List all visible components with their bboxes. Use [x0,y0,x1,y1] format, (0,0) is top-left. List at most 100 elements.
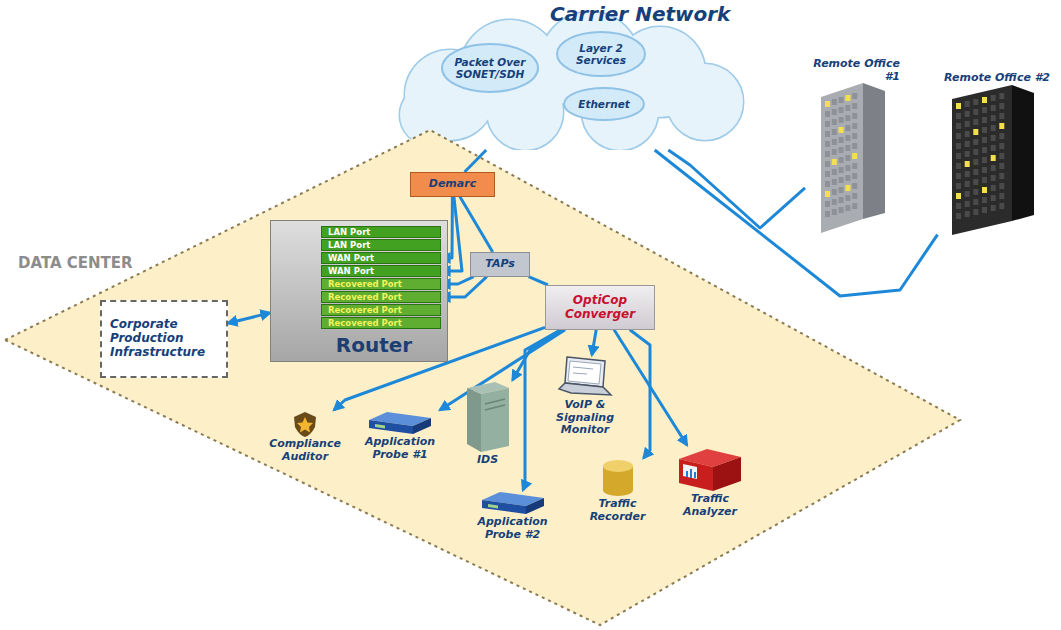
graphic-part [825,141,830,147]
graphic-part [990,115,995,121]
node-label: Router [271,333,447,357]
graphic-part [831,149,836,155]
router-box: LAN PortLAN PortWAN PortWAN PortRecovere… [270,220,448,362]
graphic-part [973,159,978,165]
graphic-part [852,133,857,139]
graphic-part [990,195,995,201]
connector-line [460,197,493,252]
graphic-part [564,88,644,120]
graphic-part [294,412,316,437]
graphic-part [838,207,843,213]
graphic-part [845,195,850,201]
graphic-part [990,135,995,141]
graphic-part [982,207,987,213]
graphic-part [964,211,969,217]
graphic-part [982,137,987,143]
graphic-part [964,171,969,177]
auditor-device: Compliance Auditor [265,410,345,463]
graphic-part [400,85,460,145]
graphic-part [825,151,830,157]
graphic-part [667,64,743,140]
graphic-part [573,367,593,369]
node-label: Recovered Port [322,305,440,315]
node-label: Demarc [417,178,488,191]
graphic-part [831,139,836,145]
graphic-part [990,185,995,191]
graphic-part [845,135,850,141]
node-label: Remote Office #1 [805,58,900,83]
graphic-part [982,147,987,153]
node-label: LAN Port [322,240,440,250]
graphic-part [679,459,713,491]
graphic-part [1012,85,1034,221]
graphic-part [845,165,850,171]
node-label: Application Probe #1 [355,436,445,461]
graphic-part [956,103,961,109]
node-label: Recovered Port [322,279,440,289]
graphic-part [845,95,850,101]
node-label: LAN Port [322,227,440,237]
node-label: Packet Over SONET/SDH [450,56,530,80]
graphic-part [838,97,843,103]
graphic-part [990,95,995,101]
analyzer-device: Traffic Analyzer [665,445,755,518]
router-port: LAN Port [321,226,441,238]
graphic-part [825,191,830,197]
node-label: WAN Port [322,253,440,263]
graphic-part [683,464,697,479]
graphic-part [838,167,843,173]
graphic-part [831,119,836,125]
graphic-part [526,498,544,514]
node-label: Corporate Production Infrastructure [110,318,218,359]
router-port: Recovered Port [321,278,441,290]
node-label: WAN Port [322,266,440,276]
graphic-part [686,471,688,477]
node-label: VoIP & Signaling Monitor [535,399,635,437]
graphic-part [838,117,843,123]
graphic-part [852,203,857,209]
graphic-part [825,101,830,107]
graphic-part [845,155,850,161]
node-label: OptiCop Converger [552,293,648,322]
probe-device-icon [367,410,433,436]
graphic-part [559,383,611,395]
router-port: WAN Port [321,265,441,277]
probe-device-icon [480,490,546,516]
graphic-part [956,163,961,169]
recorder-drum: Traffic Recorder [580,458,655,523]
router-port: Recovered Port [321,304,441,316]
graphic-part [956,133,961,139]
graphic-part [999,143,1004,149]
graphic-part [964,181,969,187]
node-label: IDS [477,454,498,467]
graphic-part [956,213,961,219]
graphic-part [831,169,836,175]
graphic-part [964,161,969,167]
graphic-part [400,85,460,145]
node-label: Carrier Network [550,2,730,26]
graphic-part [852,113,857,119]
graphic-part [952,85,1012,235]
graphic-part [831,189,836,195]
remote-office-icon [952,85,1034,235]
graphic-part [982,117,987,123]
graphic-part [838,107,843,113]
graphic-part [990,165,995,171]
graphic-part [999,163,1004,169]
graphic-part [973,119,978,125]
graphic-part [825,161,830,167]
graphic-part [852,193,857,199]
probe-device: Application Probe #1 [355,410,445,461]
graphic-part [990,155,995,161]
graphic-part [825,181,830,187]
graphic-part [964,151,969,157]
graphic-part [999,203,1004,209]
graphic-part [964,101,969,107]
router-port: LAN Port [321,239,441,251]
graphic-part [825,201,830,207]
graphic-part [485,405,505,410]
graphic-part [831,179,836,185]
graphic-part [845,115,850,121]
ids-server-icon [465,380,511,454]
graphic-part [573,373,587,374]
